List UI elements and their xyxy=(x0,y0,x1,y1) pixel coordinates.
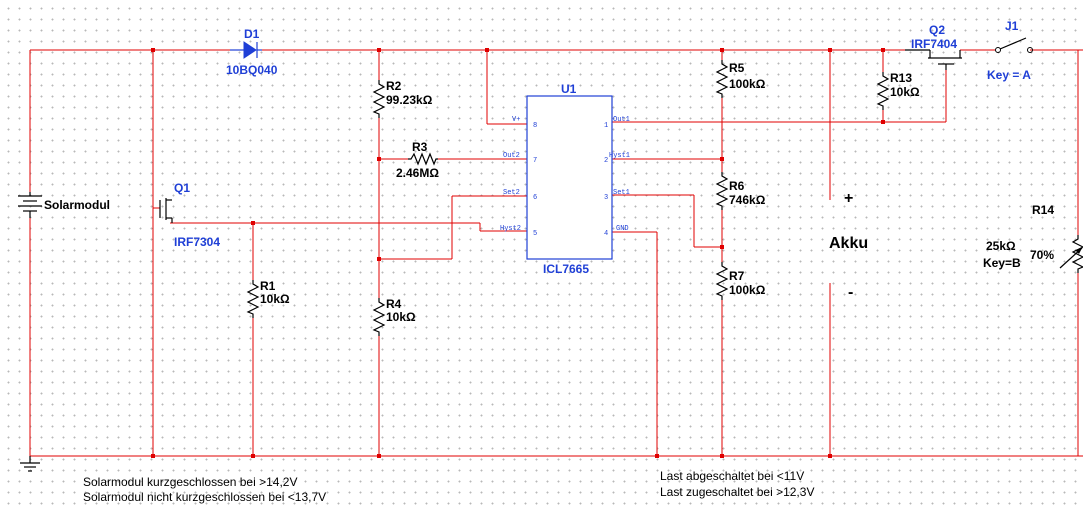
wires xyxy=(29,49,1083,457)
d1-ref: D1 xyxy=(244,27,260,41)
r5-value: 100kΩ xyxy=(729,77,766,91)
pin-hyst1: Hyst1 xyxy=(609,152,630,160)
j1-key: Key = A xyxy=(987,68,1031,82)
pin-vplus: V+ xyxy=(512,116,520,124)
r14-value: 25kΩ xyxy=(986,239,1016,253)
diode-d1[interactable]: D1 10BQ040 xyxy=(226,27,278,77)
mosfet-q1[interactable]: Q1 IRF7304 xyxy=(159,181,220,249)
r14-ref: R14 xyxy=(1032,203,1054,217)
r1-value: 10kΩ xyxy=(260,292,290,306)
akku-label: Akku xyxy=(829,235,868,252)
r4-ref: R4 xyxy=(386,297,402,311)
resistor-r13[interactable]: R13 10kΩ xyxy=(876,71,920,110)
r2-ref: R2 xyxy=(386,79,402,93)
note-load-on: Last zugeschaltet bei >12,3V xyxy=(660,485,814,499)
note-solar-short: Solarmodul kurzgeschlossen bei >14,2V xyxy=(83,475,297,489)
j1-ref: J1 xyxy=(1005,19,1019,33)
r13-ref: R13 xyxy=(890,71,912,85)
r6-ref: R6 xyxy=(729,179,745,193)
pin-3: 3 xyxy=(604,194,608,202)
resistor-r3[interactable]: R3 2.46MΩ xyxy=(396,140,439,180)
solarmodul-source[interactable]: Solarmodul xyxy=(18,192,110,218)
notes: Solarmodul kurzgeschlossen bei >14,2V So… xyxy=(83,469,814,504)
resistor-r5[interactable]: R5 100kΩ xyxy=(715,60,766,98)
u1-value: ICL7665 xyxy=(543,262,589,276)
r6-value: 746kΩ xyxy=(729,193,766,207)
q2-value: IRF7404 xyxy=(911,37,957,51)
r1-ref: R1 xyxy=(260,279,276,293)
d1-value: 10BQ040 xyxy=(226,63,278,77)
akku-terminals[interactable]: + Akku - xyxy=(829,190,868,301)
r7-value: 100kΩ xyxy=(729,283,766,297)
resistor-r2[interactable]: R2 99.23kΩ xyxy=(372,79,433,118)
pin-2: 2 xyxy=(604,157,608,165)
r13-value: 10kΩ xyxy=(890,85,920,99)
r3-ref: R3 xyxy=(412,140,428,154)
mosfet-q2[interactable]: Q2 IRF7404 xyxy=(905,23,962,70)
pin-out1: Out1 xyxy=(613,116,630,124)
r3-value: 2.46MΩ xyxy=(396,166,439,180)
note-solar-open: Solarmodul nicht kurzgeschlossen bei <13… xyxy=(83,490,326,504)
r5-ref: R5 xyxy=(729,61,745,75)
pin-set2: Set2 xyxy=(503,189,520,197)
q1-value: IRF7304 xyxy=(174,235,220,249)
pin-hyst2: Hyst2 xyxy=(500,225,521,233)
r4-value: 10kΩ xyxy=(386,310,416,324)
q2-ref: Q2 xyxy=(929,23,945,37)
pin-4: 4 xyxy=(604,230,608,238)
r2-value: 99.23kΩ xyxy=(386,93,433,107)
solarmodul-label: Solarmodul xyxy=(44,198,110,212)
akku-plus: + xyxy=(844,190,853,207)
r14-percent: 70% xyxy=(1030,248,1054,262)
switch-j1[interactable]: J1 Key = A xyxy=(987,19,1033,82)
ic-u1[interactable]: U1 ICL7665 V+ 8 Out2 7 Set2 6 Hyst2 5 1 … xyxy=(500,82,630,276)
r14-key: Key=B xyxy=(983,256,1021,270)
pin-gnd: GND xyxy=(616,225,629,233)
pin-1: 1 xyxy=(604,122,608,130)
ground-icon xyxy=(20,456,40,472)
pin-out2: Out2 xyxy=(503,152,520,160)
resistor-r4[interactable]: R4 10kΩ xyxy=(372,297,416,336)
potentiometer-r14[interactable]: R14 25kΩ 70% Key=B xyxy=(983,203,1083,273)
resistor-r7[interactable]: R7 100kΩ xyxy=(715,262,766,300)
note-load-off: Last abgeschaltet bei <11V xyxy=(660,469,804,483)
pin-7: 7 xyxy=(533,157,537,165)
u1-ref: U1 xyxy=(561,82,577,96)
q1-ref: Q1 xyxy=(174,181,190,195)
r7-ref: R7 xyxy=(729,269,745,283)
pin-set1: Set1 xyxy=(613,189,630,197)
resistor-r6[interactable]: R6 746kΩ xyxy=(715,172,766,210)
akku-minus: - xyxy=(848,284,853,301)
junctions xyxy=(151,48,885,458)
resistor-r1[interactable]: R1 10kΩ xyxy=(246,279,290,318)
pin-5: 5 xyxy=(533,230,537,238)
pin-6: 6 xyxy=(533,194,537,202)
pin-8: 8 xyxy=(533,122,537,130)
